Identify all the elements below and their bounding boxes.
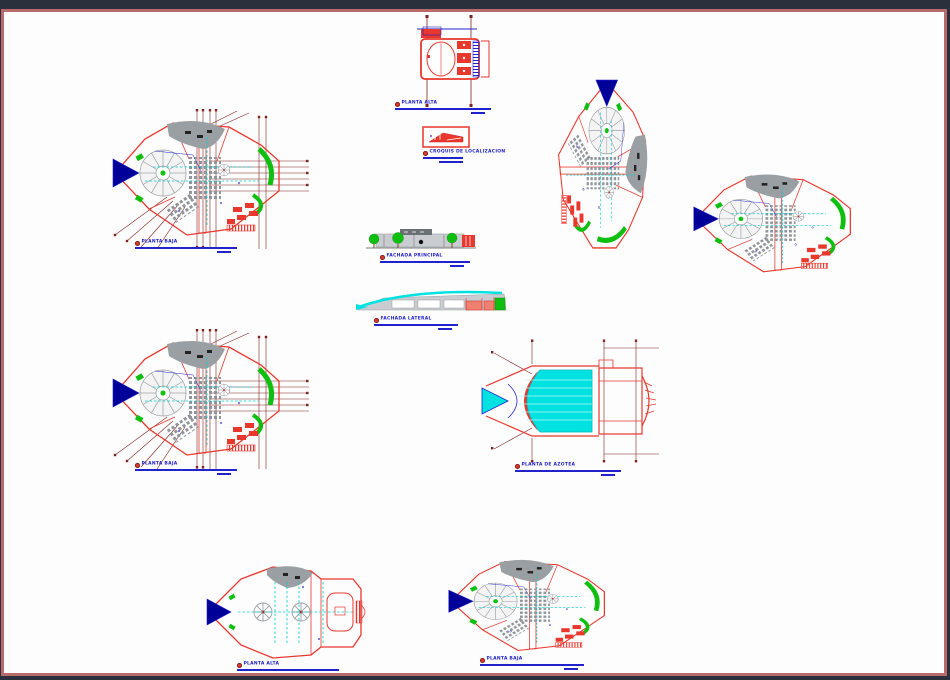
right-bracket <box>481 40 490 78</box>
drawing-planta-right[interactable] <box>690 166 856 282</box>
label-fachada-lateral[interactable]: FACHADA LATERAL <box>374 316 458 330</box>
label-text: FACHADA PRINCIPAL <box>386 253 443 259</box>
drawing-planta-baja-left-lower[interactable] <box>109 329 309 469</box>
label-underline-short <box>471 111 485 114</box>
label-underline <box>135 247 237 249</box>
drawing-planta-alta-bottom[interactable] <box>203 557 368 667</box>
right-arc-hatch <box>643 381 657 415</box>
croquis-dot <box>430 135 432 137</box>
drawing-sheet[interactable]: PLANTA ALTA CROQUIS DE LOCALIZACION PLAN… <box>4 12 944 673</box>
label-planta-alta-top[interactable]: PLANTA ALTA <box>395 100 491 114</box>
dome-red-crescent <box>524 371 538 431</box>
red-wing <box>462 235 475 247</box>
label-underline <box>423 157 463 159</box>
label-underline <box>237 669 339 671</box>
cad-canvas[interactable]: PLANTA ALTA CROQUIS DE LOCALIZACION PLAN… <box>1 9 947 676</box>
label-text: PLANTA BAJA <box>486 656 523 662</box>
label-underline-short <box>439 160 463 163</box>
drawing-planta-vertical[interactable] <box>550 76 655 253</box>
wall-panels <box>391 299 465 309</box>
label-bubble-icon <box>480 658 485 663</box>
upper-block-hatch <box>422 26 442 36</box>
croquis-sketch <box>428 132 464 143</box>
croquis-sketch-lines <box>434 134 462 141</box>
label-bubble-icon <box>423 151 428 156</box>
label-underline-short <box>601 473 615 476</box>
label-text: FACHADA LATERAL <box>380 316 432 322</box>
label-underline-short <box>450 264 464 267</box>
dome <box>526 369 593 433</box>
label-planta-baja-2[interactable]: PLANTA BAJA <box>135 461 237 475</box>
label-text: PLANTA DE AZOTEA <box>521 462 576 468</box>
label-underline <box>380 261 470 263</box>
tree-trunks <box>373 243 453 248</box>
window-top-bar <box>0 0 950 9</box>
label-bubble-icon <box>135 241 140 246</box>
label-text: PLANTA BAJA <box>141 239 178 245</box>
label-planta-baja-bottom[interactable]: PLANTA BAJA <box>480 656 584 670</box>
trees <box>368 232 458 245</box>
label-text: PLANTA BAJA <box>141 461 178 467</box>
drawing-planta-azotea[interactable] <box>474 336 659 466</box>
label-planta-azotea[interactable]: PLANTA DE AZOTEA <box>515 462 621 476</box>
axis-markers <box>425 15 473 107</box>
label-underline-short <box>217 250 231 253</box>
upper-block <box>421 29 441 38</box>
hull-outline <box>485 359 650 437</box>
hall-oval <box>426 41 456 77</box>
dome-stripes <box>518 379 592 421</box>
tip-arc <box>507 383 518 419</box>
drawing-planta-baja-bottom[interactable] <box>445 552 610 660</box>
label-bubble-icon <box>380 255 385 260</box>
label-text: PLANTA ALTA <box>243 661 280 667</box>
label-bubble-icon <box>395 102 400 107</box>
curved-roof <box>357 290 503 309</box>
drawing-fachada-lateral[interactable] <box>354 284 514 318</box>
room-block-dots <box>462 43 466 73</box>
label-underline <box>515 470 621 472</box>
red-mullions <box>465 297 495 310</box>
label-underline-short <box>564 667 578 670</box>
small-dot <box>427 55 430 58</box>
label-underline <box>395 108 491 110</box>
label-planta-baja-1[interactable]: PLANTA BAJA <box>135 239 237 253</box>
label-underline-short <box>438 327 452 330</box>
drawing-planta-baja-left-upper[interactable] <box>109 109 309 249</box>
label-underline-short <box>217 472 231 475</box>
label-bubble-icon <box>374 318 379 323</box>
label-fachada-principal[interactable]: FACHADA PRINCIPAL <box>380 253 470 267</box>
label-text: PLANTA ALTA <box>401 100 438 106</box>
stair-hatch <box>472 40 480 78</box>
label-underline <box>480 664 584 666</box>
label-bubble-icon <box>135 463 140 468</box>
dimension-markers <box>491 339 638 463</box>
drawing-fachada-principal[interactable] <box>364 222 479 254</box>
salmon-blocks <box>465 300 495 311</box>
drawing-planta-alta-small[interactable] <box>397 15 497 107</box>
posts <box>383 235 445 247</box>
entry-dot <box>418 239 424 245</box>
label-underline <box>374 324 458 326</box>
label-planta-alta-bottom[interactable]: PLANTA ALTA <box>237 661 339 671</box>
green-block <box>494 297 506 311</box>
label-bubble-icon <box>237 663 242 668</box>
roof-tip <box>356 304 368 310</box>
dimension-lines <box>493 341 659 462</box>
red-wing-lines <box>465 236 471 246</box>
drawing-croquis[interactable] <box>421 126 471 150</box>
tip-triangle <box>481 387 509 415</box>
label-text: CROQUIS DE LOCALIZACION <box>429 149 506 155</box>
label-bubble-icon <box>515 464 520 469</box>
label-croquis[interactable]: CROQUIS DE LOCALIZACION <box>423 150 505 163</box>
label-underline <box>135 469 237 471</box>
